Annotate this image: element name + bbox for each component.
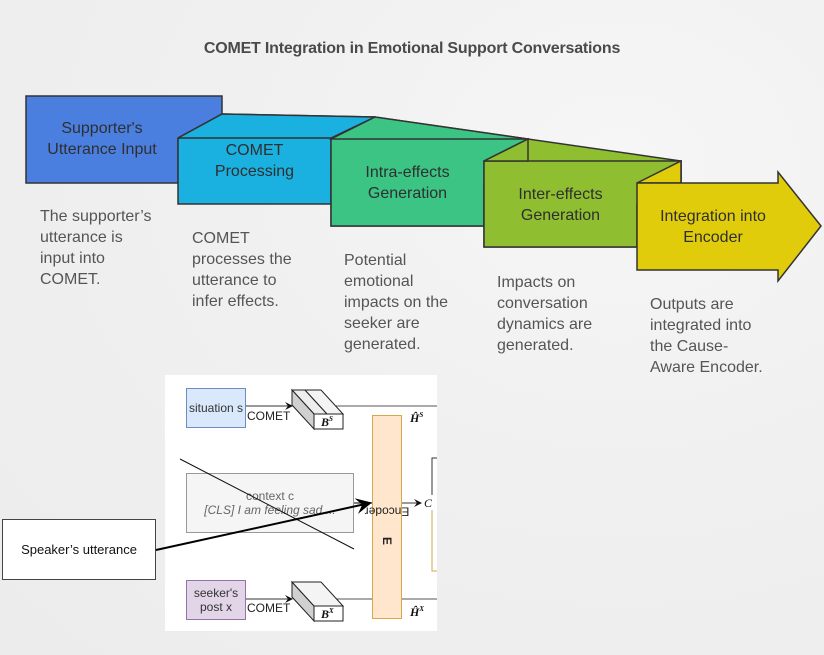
desc-line: input into bbox=[40, 250, 105, 267]
step-label-3: Intra-effects Generation bbox=[331, 162, 484, 204]
seeker-line: post x bbox=[199, 600, 232, 614]
diagram-title: COMET Integration in Emotional Support C… bbox=[203, 40, 621, 57]
step-label-line: Integration into bbox=[660, 208, 766, 225]
seeker-line: seeker's bbox=[193, 586, 239, 600]
b-symbol: B bbox=[321, 607, 330, 621]
step-shape-5 bbox=[636, 159, 822, 284]
h-superscript: X bbox=[419, 605, 425, 613]
desc-line: Aware Encoder. bbox=[650, 359, 763, 376]
desc-line: seeker are bbox=[344, 315, 420, 332]
desc-line: Impacts on bbox=[497, 274, 576, 291]
desc-line: COMET bbox=[192, 230, 250, 247]
seeker-post-box: seeker's post x bbox=[186, 580, 246, 620]
step-label-line: Utterance Input bbox=[47, 141, 157, 158]
desc-line: COMET. bbox=[40, 271, 101, 288]
b-s-cube bbox=[290, 388, 345, 431]
desc-line: Potential bbox=[344, 252, 407, 269]
step-shape-2 bbox=[177, 113, 376, 205]
step-label-line: Inter-effects bbox=[518, 186, 603, 203]
desc-line: processes the bbox=[192, 251, 292, 268]
step-description-2: COMET processes the utterance to infer e… bbox=[192, 228, 292, 312]
step-description-5: Outputs are integrated into the Cause- A… bbox=[650, 294, 763, 378]
step-description-3: Potential emotional impacts on the seeke… bbox=[344, 250, 448, 355]
desc-line: Outputs are bbox=[650, 296, 734, 313]
step-label-line: Generation bbox=[367, 185, 448, 202]
b-s-symbol: BS bbox=[321, 415, 333, 430]
h-s-symbol: ĤS bbox=[410, 411, 423, 426]
step-label-line: Encoder bbox=[683, 229, 743, 246]
desc-line: infer effects. bbox=[192, 293, 279, 310]
context-title: context c bbox=[245, 489, 295, 503]
desc-line: impacts on the bbox=[344, 294, 449, 311]
b-symbol: B bbox=[321, 415, 330, 429]
step-label-5: Integration into Encoder bbox=[637, 206, 789, 248]
desc-line: The supporter’s bbox=[40, 208, 152, 225]
b-superscript: S bbox=[329, 415, 333, 423]
desc-line: the Cause- bbox=[650, 338, 729, 355]
desc-line: integrated into bbox=[650, 317, 752, 334]
situation-box: situation s bbox=[186, 388, 246, 428]
c-symbol: C bbox=[424, 496, 433, 510]
h-symbol: Ĥ bbox=[410, 605, 420, 619]
step-label-line: Generation bbox=[520, 207, 601, 224]
desc-line: dynamics are bbox=[497, 316, 593, 333]
context-box: context c [CLS] I am feeling sad ... bbox=[186, 473, 354, 533]
step-label-2: COMET Processing bbox=[178, 140, 331, 182]
desc-line: utterance to bbox=[192, 272, 277, 289]
step-label-1: Supporter's Utterance Input bbox=[26, 118, 178, 160]
step-label-line: Supporter's bbox=[61, 120, 143, 137]
desc-line: generated. bbox=[497, 337, 574, 354]
h-superscript: S bbox=[419, 411, 424, 419]
step-label-4: Inter-effects Generation bbox=[484, 184, 637, 226]
step-label-line: Processing bbox=[214, 163, 295, 180]
b-x-cube bbox=[290, 580, 345, 623]
process-flow bbox=[25, 95, 822, 284]
step-description-4: Impacts on conversation dynamics are gen… bbox=[497, 272, 592, 356]
architecture-lines bbox=[246, 388, 437, 623]
speaker-utterance-box: Speaker’s utterance bbox=[2, 519, 156, 580]
step-description-1: The supporter’s utterance is input into … bbox=[40, 206, 151, 290]
encoder-block: Encoder E bbox=[365, 415, 410, 619]
encoder-symbol: E bbox=[380, 537, 394, 546]
desc-line: utterance is bbox=[40, 229, 123, 246]
h-symbol: Ĥ bbox=[410, 411, 420, 425]
encoder-text: Encoder bbox=[364, 504, 410, 519]
h-x-symbol: ĤX bbox=[410, 605, 424, 620]
b-x-symbol: BX bbox=[321, 607, 334, 622]
desc-line: conversation bbox=[497, 295, 588, 312]
desc-line: emotional bbox=[344, 273, 414, 290]
context-text: [CLS] I am feeling sad ... bbox=[204, 503, 336, 517]
step-label-line: COMET bbox=[225, 142, 284, 159]
encoder-label: Encoder E bbox=[365, 489, 410, 546]
step-label-line: Intra-effects bbox=[365, 164, 450, 181]
b-superscript: X bbox=[329, 607, 334, 615]
desc-line: generated. bbox=[344, 336, 421, 353]
comet-label-bottom: COMET bbox=[247, 601, 291, 615]
architecture-panel: situation s COMET BS context c [CLS] I a… bbox=[165, 375, 437, 631]
comet-label-top: COMET bbox=[247, 409, 291, 423]
